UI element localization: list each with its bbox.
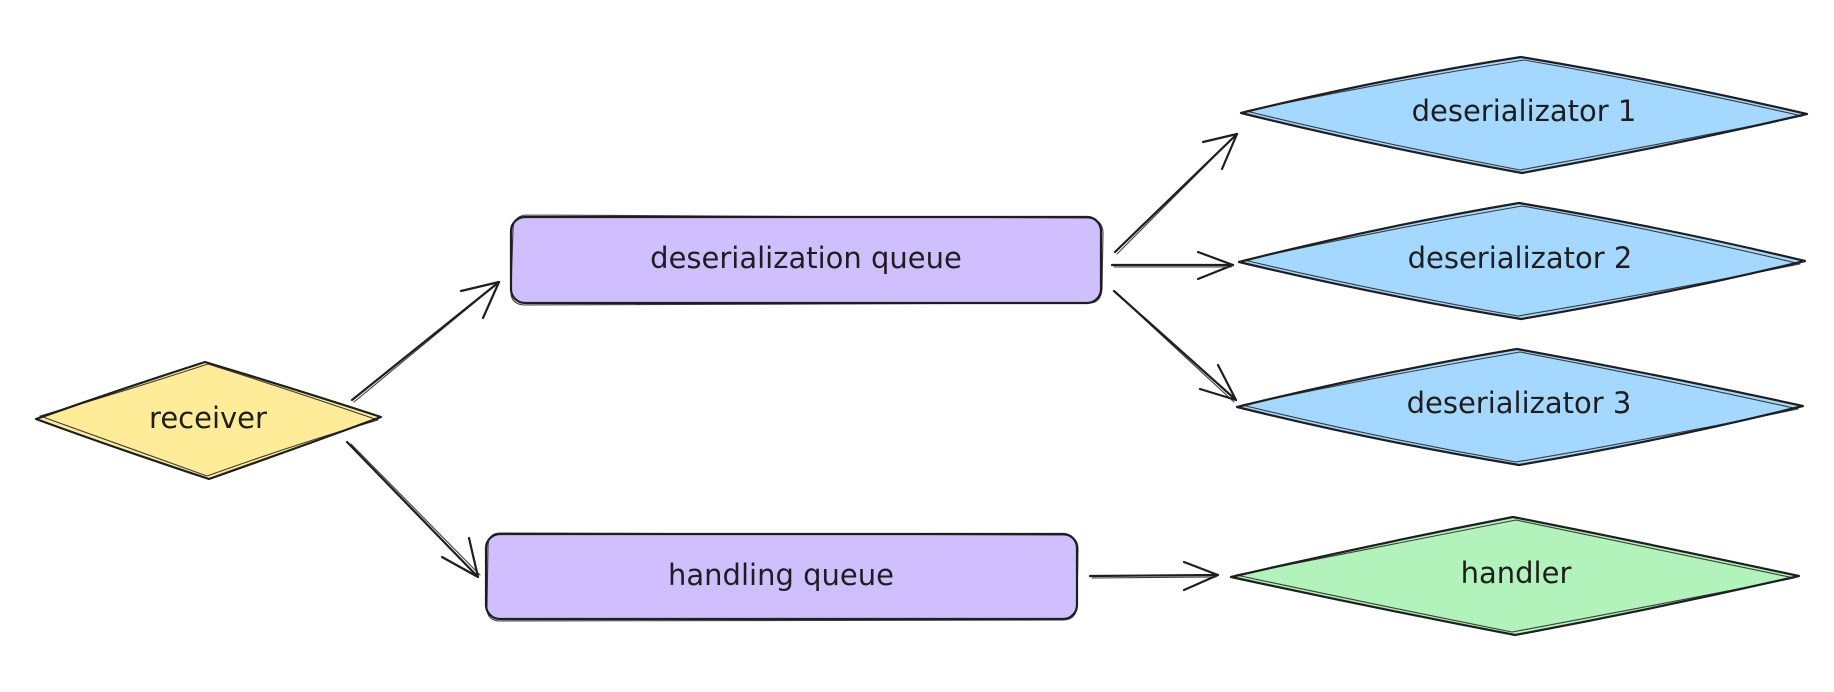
deserialization-queue-outline-sketch xyxy=(510,214,1104,306)
receiver-label: receiver xyxy=(149,401,267,435)
deserialization-queue-label: deserialization queue xyxy=(650,241,962,275)
deserializator-1-label: deserializator 1 xyxy=(1412,94,1637,128)
arrow-deserialization-queue-to-deserializator-3 xyxy=(1112,289,1238,403)
deserializator-3-node[interactable]: deserializator 3 xyxy=(1235,347,1805,467)
handler-label: handler xyxy=(1461,556,1572,590)
deserializator-2-label: deserializator 2 xyxy=(1408,241,1633,275)
deserializator-2-node[interactable]: deserializator 2 xyxy=(1237,201,1807,321)
handler-outline-sketch xyxy=(1235,519,1795,633)
receiver-outline xyxy=(34,360,383,481)
receiver-outline-sketch xyxy=(39,363,379,477)
deserialization-queue-node[interactable]: deserialization queue xyxy=(509,214,1104,306)
deserializator-1-outline xyxy=(1239,55,1809,175)
deserializator-3-label: deserializator 3 xyxy=(1407,386,1632,420)
deserializator-2-outline xyxy=(1237,201,1807,321)
handling-queue-node[interactable]: handling queue xyxy=(484,532,1079,622)
arrow-receiver-to-deserialization-queue xyxy=(350,280,501,403)
handling-queue-shape xyxy=(487,534,1077,619)
arrow-deserialization-queue-to-deserializator-1 xyxy=(1113,132,1239,255)
handler-outline xyxy=(1229,515,1801,637)
arrow-receiver-to-handling-queue xyxy=(345,440,481,579)
deserializator-3-outline-sketch xyxy=(1241,351,1799,463)
deserialization-queue-shape xyxy=(512,217,1102,303)
deserializator-1-node[interactable]: deserializator 1 xyxy=(1239,55,1809,175)
deserializator-2-outline-sketch xyxy=(1243,205,1801,317)
deserializator-1-outline-sketch xyxy=(1245,59,1803,171)
receiver-node[interactable]: receiver xyxy=(34,360,383,481)
arrow-deserialization-queue-to-deserializator-2 xyxy=(1110,250,1235,281)
deserializator-3-outline xyxy=(1235,347,1805,467)
handler-node[interactable]: handler xyxy=(1229,515,1801,637)
arrow-handling-queue-to-handler xyxy=(1088,560,1220,592)
handling-queue-label: handling queue xyxy=(668,558,894,592)
handling-queue-outline-sketch xyxy=(486,532,1079,622)
